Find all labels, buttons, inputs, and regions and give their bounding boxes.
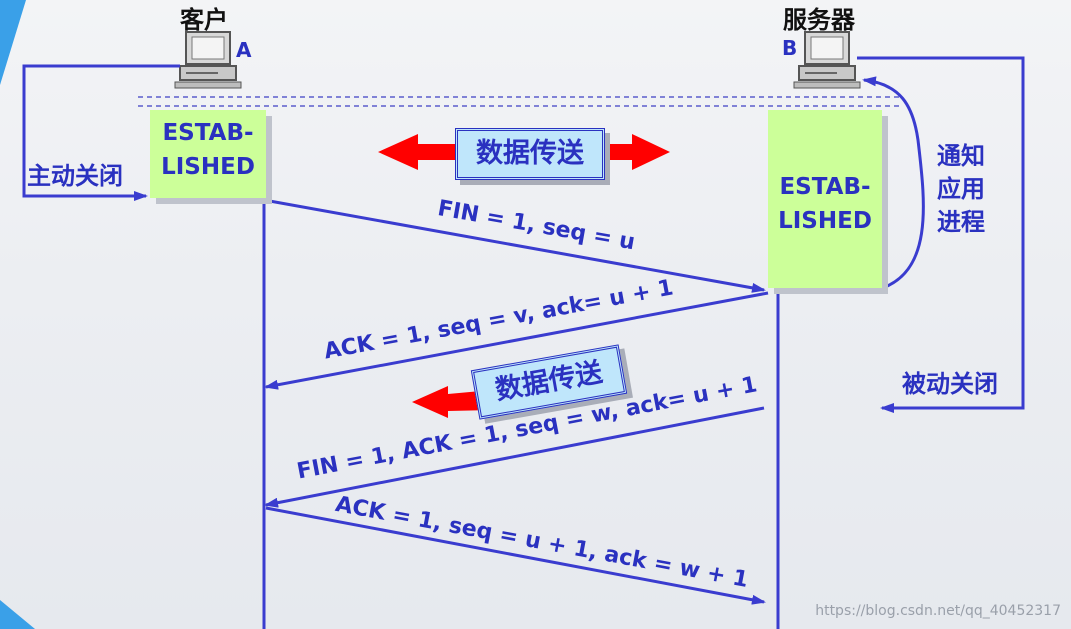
client-state-line2: LISHED bbox=[161, 154, 255, 180]
server-letter: B bbox=[782, 36, 798, 60]
computer-icon bbox=[174, 31, 242, 89]
notify-app-label-2: 应用 bbox=[937, 175, 985, 203]
red-left-arrow bbox=[412, 386, 494, 418]
fin1-arrow bbox=[263, 198, 766, 293]
client-state-line1: ESTAB- bbox=[162, 120, 254, 146]
server-state-line2: LISHED bbox=[778, 208, 872, 234]
active-close-label: 主动关闭 bbox=[27, 162, 123, 190]
client-label: 客户 bbox=[180, 6, 228, 34]
active-close-line bbox=[22, 64, 180, 201]
passive-close-label: 被动关闭 bbox=[902, 370, 998, 398]
fin2-arrow bbox=[264, 406, 765, 508]
corner-decoration-bottom bbox=[0, 600, 35, 629]
watermark: https://blog.csdn.net/qq_40452317 bbox=[815, 603, 1061, 619]
passive-close-line bbox=[857, 56, 1025, 413]
server-state-line1: ESTAB- bbox=[779, 174, 871, 200]
notify-app-label-3: 进程 bbox=[937, 208, 985, 236]
ack1-arrow bbox=[264, 291, 769, 390]
data-transfer-box: 数据传送 bbox=[455, 128, 605, 180]
computer-icon bbox=[793, 31, 861, 89]
ack2-arrow bbox=[265, 506, 766, 605]
client-state-box: ESTAB- LISHED bbox=[150, 110, 266, 198]
notify-app-curve bbox=[862, 76, 925, 292]
server-state-box: ESTAB- LISHED bbox=[768, 110, 882, 288]
client-letter: A bbox=[236, 38, 252, 62]
corner-decoration bbox=[0, 0, 26, 85]
notify-app-label-1: 通知 bbox=[937, 142, 985, 170]
server-label: 服务器 bbox=[783, 6, 855, 34]
